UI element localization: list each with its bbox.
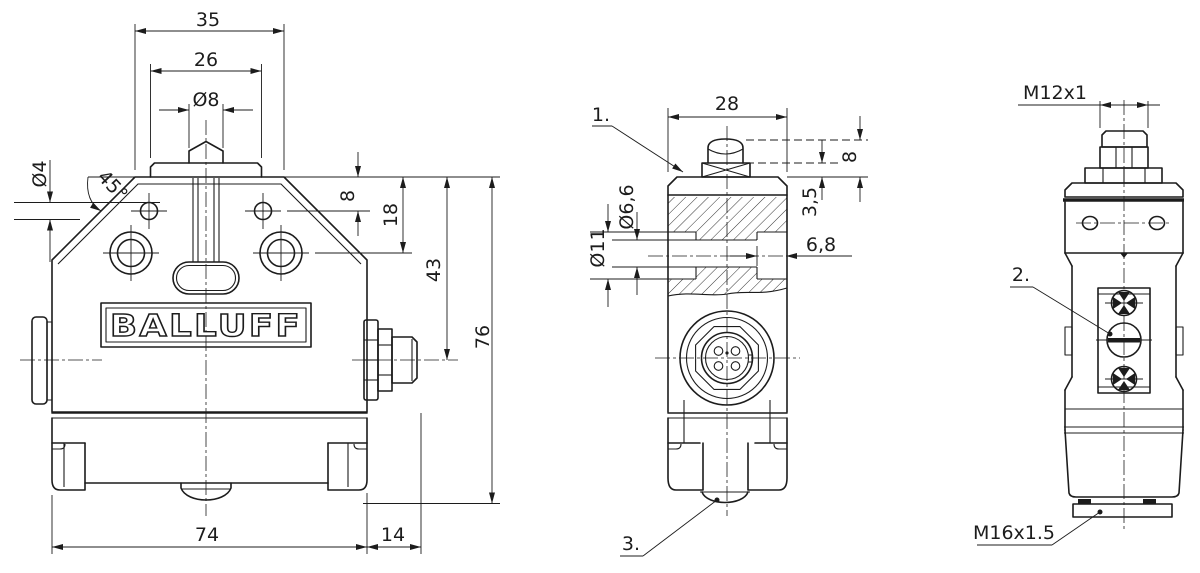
end-screw-panel xyxy=(1096,287,1152,394)
dim-gland-thread: M16x1.5 xyxy=(973,509,1103,546)
m12-connector-side xyxy=(363,319,418,401)
dim-top-width: 35 xyxy=(134,9,285,170)
dim-cap-offset-label: 3,5 xyxy=(799,187,821,217)
dim-side-hole-depth: 8 xyxy=(284,152,500,236)
cable-plug-left xyxy=(31,316,53,405)
side-body-outline xyxy=(667,176,788,413)
dim-chamfer-angle: 45° xyxy=(87,166,135,212)
end-gland-nut xyxy=(1072,499,1173,518)
dim-body-width-label: 74 xyxy=(195,524,219,546)
dim-cap-offset: 3,5 xyxy=(746,140,868,217)
dim-plunger-dia-label: Ø8 xyxy=(192,89,219,111)
callout-3: 3. xyxy=(620,497,720,557)
callout-2-label: 2. xyxy=(1012,264,1030,286)
callout-2: 2. xyxy=(1010,264,1113,337)
dim-total-height-label: 76 xyxy=(472,325,494,349)
brand-logo-plate: BALLUFF xyxy=(100,302,312,348)
dim-counterbore-depth: 6,8 xyxy=(730,234,852,266)
dim-total-height: 76 xyxy=(363,177,500,504)
dim-side-hole-dia-label: Ø4 xyxy=(29,160,51,187)
end-view xyxy=(1063,100,1184,530)
side-crossbore xyxy=(648,231,800,280)
dim-plunger-stroke-label: 8 xyxy=(839,151,861,163)
dim-connector-thread: M12x1 xyxy=(1018,82,1160,128)
dim-plate-width-label: 26 xyxy=(194,49,218,71)
dim-plunger-stroke: 8 xyxy=(746,116,868,202)
dim-bore-dia-label: Ø6,6 xyxy=(616,184,638,229)
dim-connector-thread-label: M12x1 xyxy=(1023,82,1087,104)
callout-1-label: 1. xyxy=(592,104,610,126)
callout-3-label: 3. xyxy=(622,533,640,555)
dim-top-width-label: 35 xyxy=(196,9,220,31)
dim-counterbore-dia-label: Ø11 xyxy=(587,228,609,267)
front-centerlines xyxy=(20,120,458,516)
end-connector xyxy=(1084,130,1163,184)
callout-1: 1. xyxy=(592,104,684,173)
front-base xyxy=(51,412,368,501)
front-view: BALLUFF xyxy=(20,120,458,516)
brand-logo-text: BALLUFF xyxy=(110,309,302,344)
dim-plate-width: 26 xyxy=(150,49,262,158)
dim-mount-hole-depth: 18 xyxy=(315,177,412,254)
dim-side-hole-dia: Ø4 xyxy=(14,160,160,262)
dim-side-body-width: 28 xyxy=(667,93,788,172)
dim-side-hole-depth-label: 8 xyxy=(337,190,359,202)
m12-connector-face xyxy=(655,310,800,406)
front-mount-holes xyxy=(103,225,309,281)
dim-counterbore-depth-label: 6,8 xyxy=(806,234,836,256)
end-upper-ovals xyxy=(1076,215,1172,231)
dim-gland-thread-label: M16x1.5 xyxy=(973,522,1055,544)
front-view-dimensions: 35 26 Ø8 Ø4 45° xyxy=(14,9,500,554)
dim-mount-hole-depth-label: 18 xyxy=(380,203,402,227)
end-view-dimensions: M12x1 2. M16x1.5 xyxy=(973,82,1160,546)
side-base xyxy=(667,400,788,504)
end-body-outline xyxy=(1063,182,1184,498)
dim-chamfer-angle-label: 45° xyxy=(93,166,132,206)
dim-counterbore-dia: Ø11 xyxy=(587,204,668,307)
dim-connector-length-label: 14 xyxy=(381,524,405,546)
dim-connector-length: 14 xyxy=(367,413,422,554)
side-view xyxy=(648,126,800,516)
side-plunger xyxy=(701,138,751,178)
dim-plunger-dia: Ø8 xyxy=(159,89,253,148)
dim-connector-axis-height: 43 xyxy=(423,177,450,360)
dim-bore-dia: Ø6,6 xyxy=(612,184,696,295)
dim-side-body-width-label: 28 xyxy=(715,93,739,115)
side-view-dimensions: 28 1. Ø6,6 Ø11 6,8 xyxy=(587,93,868,557)
dim-connector-axis-label: 43 xyxy=(423,258,445,282)
dim-body-width: 74 xyxy=(51,493,368,554)
side-section-hatch xyxy=(668,197,787,296)
